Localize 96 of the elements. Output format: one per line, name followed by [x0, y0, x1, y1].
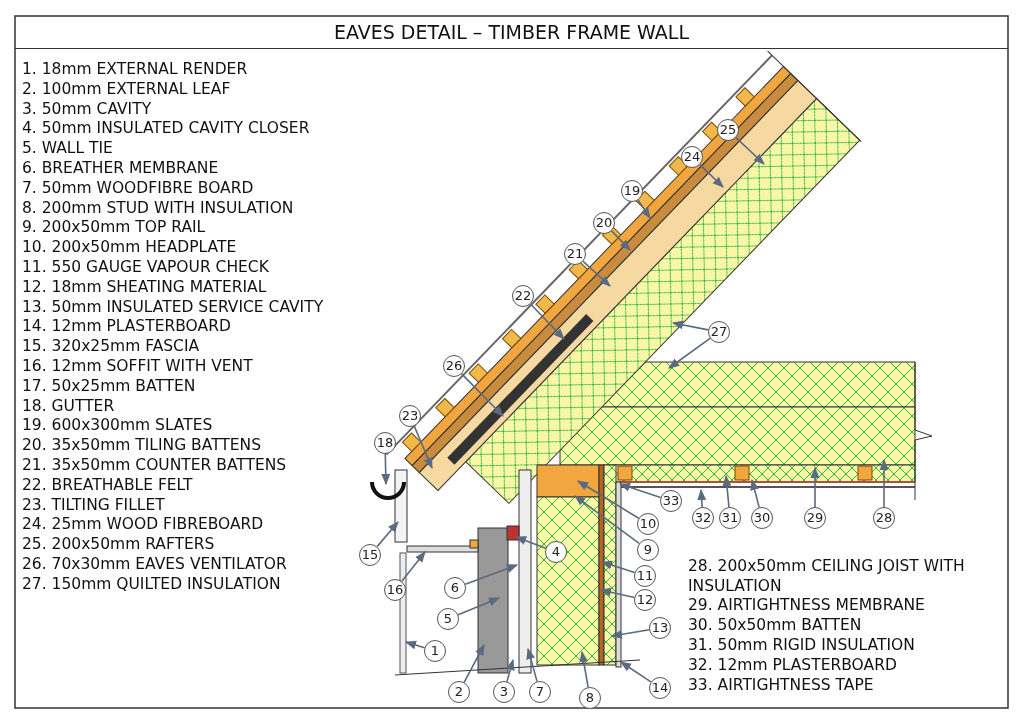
callout-number: 9 — [637, 539, 659, 561]
callout-number: 32 — [692, 507, 714, 529]
parts-list-item: 9. 200x50mm TOP RAIL — [22, 218, 206, 237]
callout-number: 19 — [621, 180, 643, 202]
callout-number: 18 — [374, 432, 396, 454]
parts-list-item: 23. TILTING FILLET — [22, 495, 165, 514]
callout-number: 24 — [681, 146, 703, 168]
leader-line — [618, 482, 662, 499]
parts-list-item: 7. 50mm WOODFIBRE BOARD — [22, 178, 254, 197]
leader-line — [376, 521, 399, 548]
parts-list-item: 5. WALL TIE — [22, 139, 113, 158]
parts-list-item: 28. 200x50mm CEILING JOIST WITH INSULATION — [688, 556, 966, 596]
callout-number: 29 — [804, 507, 826, 529]
parts-list-item: 22. BREATHABLE FELT — [22, 475, 193, 494]
leader-line — [879, 458, 889, 508]
parts-list-item: 30. 50x50mm BATTEN — [688, 616, 862, 634]
leader-line — [401, 551, 426, 583]
callout-number: 5 — [437, 608, 459, 630]
callout-number: 22 — [512, 285, 534, 307]
leader-line — [413, 425, 433, 470]
parts-list-item: 16. 12mm SOFFIT WITH VENT — [22, 357, 253, 375]
parts-list-item: 12. 18mm SHEATING MATERIAL — [22, 277, 267, 296]
callout-number: 16 — [384, 579, 406, 601]
leader-line — [735, 136, 765, 165]
callout-number: 26 — [443, 355, 465, 377]
callout-number: 13 — [649, 617, 671, 639]
parts-list-item: 4. 50mm INSULATED CAVITY CLOSER — [22, 119, 310, 138]
parts-list-item: 8. 200mm STUD WITH INSULATION — [22, 198, 294, 217]
callout-number: 23 — [399, 405, 421, 427]
parts-list-item: 13. 50mm INSULATED SERVICE CAVITY — [22, 297, 324, 316]
callout-number: 33 — [660, 490, 682, 512]
parts-list-item: 14. 12mm PLASTERBOARD — [22, 317, 231, 336]
callout-number: 30 — [751, 507, 773, 529]
parts-list-item: 32. 12mm PLASTERBOARD — [688, 656, 897, 674]
callout-number: 31 — [719, 507, 741, 529]
leader-line — [599, 587, 636, 599]
parts-list-item: 17. 50x25mm BATTEN — [22, 376, 196, 395]
parts-list-item: 2. 100mm EXTERNAL LEAF — [22, 79, 231, 98]
leader-line — [577, 480, 640, 520]
parts-list-item: 33. AIRTIGHTNESS TAPE — [688, 676, 874, 694]
parts-list-item: 27. 150mm QUILTED INSULATION — [22, 574, 281, 593]
leader-line — [699, 163, 724, 188]
callout-number: 12 — [634, 589, 656, 611]
callout-number: 6 — [444, 577, 466, 599]
parts-list-item: 3. 50mm CAVITY — [22, 99, 152, 118]
leader-line — [671, 320, 709, 331]
leader-line — [750, 478, 760, 509]
callout-number: 3 — [493, 681, 515, 703]
leader-line — [460, 373, 504, 417]
leader-line — [464, 564, 519, 585]
leader-line — [579, 650, 589, 688]
parts-list-item: 25. 200x50mm RAFTERS — [22, 535, 215, 554]
callout-number: 15 — [359, 544, 381, 566]
leader-line — [404, 640, 426, 650]
callout-number: 1 — [424, 640, 446, 662]
leader-line — [582, 260, 611, 287]
callout-number: 28 — [873, 507, 895, 529]
parts-list-item: 1. 18mm EXTERNAL RENDER — [22, 60, 248, 78]
leader-line — [810, 466, 820, 508]
parts-list-item: 29. AIRTIGHTNESS MEMBRANE — [688, 596, 925, 614]
callout-number: 2 — [448, 681, 470, 703]
leader-line — [381, 453, 391, 486]
parts-list-item: 19. 600x300mm SLATES — [22, 416, 213, 435]
leader-line — [574, 495, 640, 545]
leader-line — [620, 661, 652, 683]
leader-line — [526, 647, 538, 683]
leader-line — [637, 199, 651, 219]
parts-list-item: 6. BREATHER MEMBRANE — [22, 159, 219, 177]
callout-number: 14 — [649, 677, 671, 699]
leader-line — [610, 230, 631, 251]
leader-line — [600, 560, 636, 574]
leader-line — [529, 303, 565, 340]
callout-number: 11 — [634, 565, 656, 587]
callout-number: 10 — [637, 513, 659, 535]
leader-line — [610, 629, 650, 639]
parts-list-item: 20. 35x50mm TILING BATTENS — [22, 436, 262, 455]
callout-number: 7 — [529, 681, 551, 703]
leader-line — [668, 337, 711, 369]
leader-line — [722, 474, 732, 508]
parts-list-item: 11. 550 GAUGE VAPOUR CHECK — [22, 258, 269, 276]
parts-list-item: 10. 200x50mm HEADPLATE — [22, 238, 237, 257]
parts-list-item: 15. 320x25mm FASCIA — [22, 337, 200, 356]
callout-number: 20 — [593, 212, 615, 234]
leader-line — [457, 597, 501, 616]
leader-line — [697, 488, 707, 508]
parts-list-item: 26. 70x30mm EAVES VENTILATOR — [22, 555, 287, 573]
callout-number: 27 — [708, 321, 730, 343]
parts-list-item: 31. 50mm RIGID INSULATION — [688, 636, 915, 654]
parts-list-item: 24. 25mm WOOD FIBREBOARD — [22, 515, 264, 534]
title: EAVES DETAIL – TIMBER FRAME WALL — [15, 16, 1008, 49]
parts-list-item: 21. 35x50mm COUNTER BATTENS — [22, 456, 287, 474]
callout-number: 8 — [579, 687, 601, 709]
leader-line — [463, 644, 485, 684]
leader-line — [505, 658, 515, 683]
parts-list-item: 18. GUTTER — [22, 396, 115, 415]
callout-number: 21 — [564, 243, 586, 265]
